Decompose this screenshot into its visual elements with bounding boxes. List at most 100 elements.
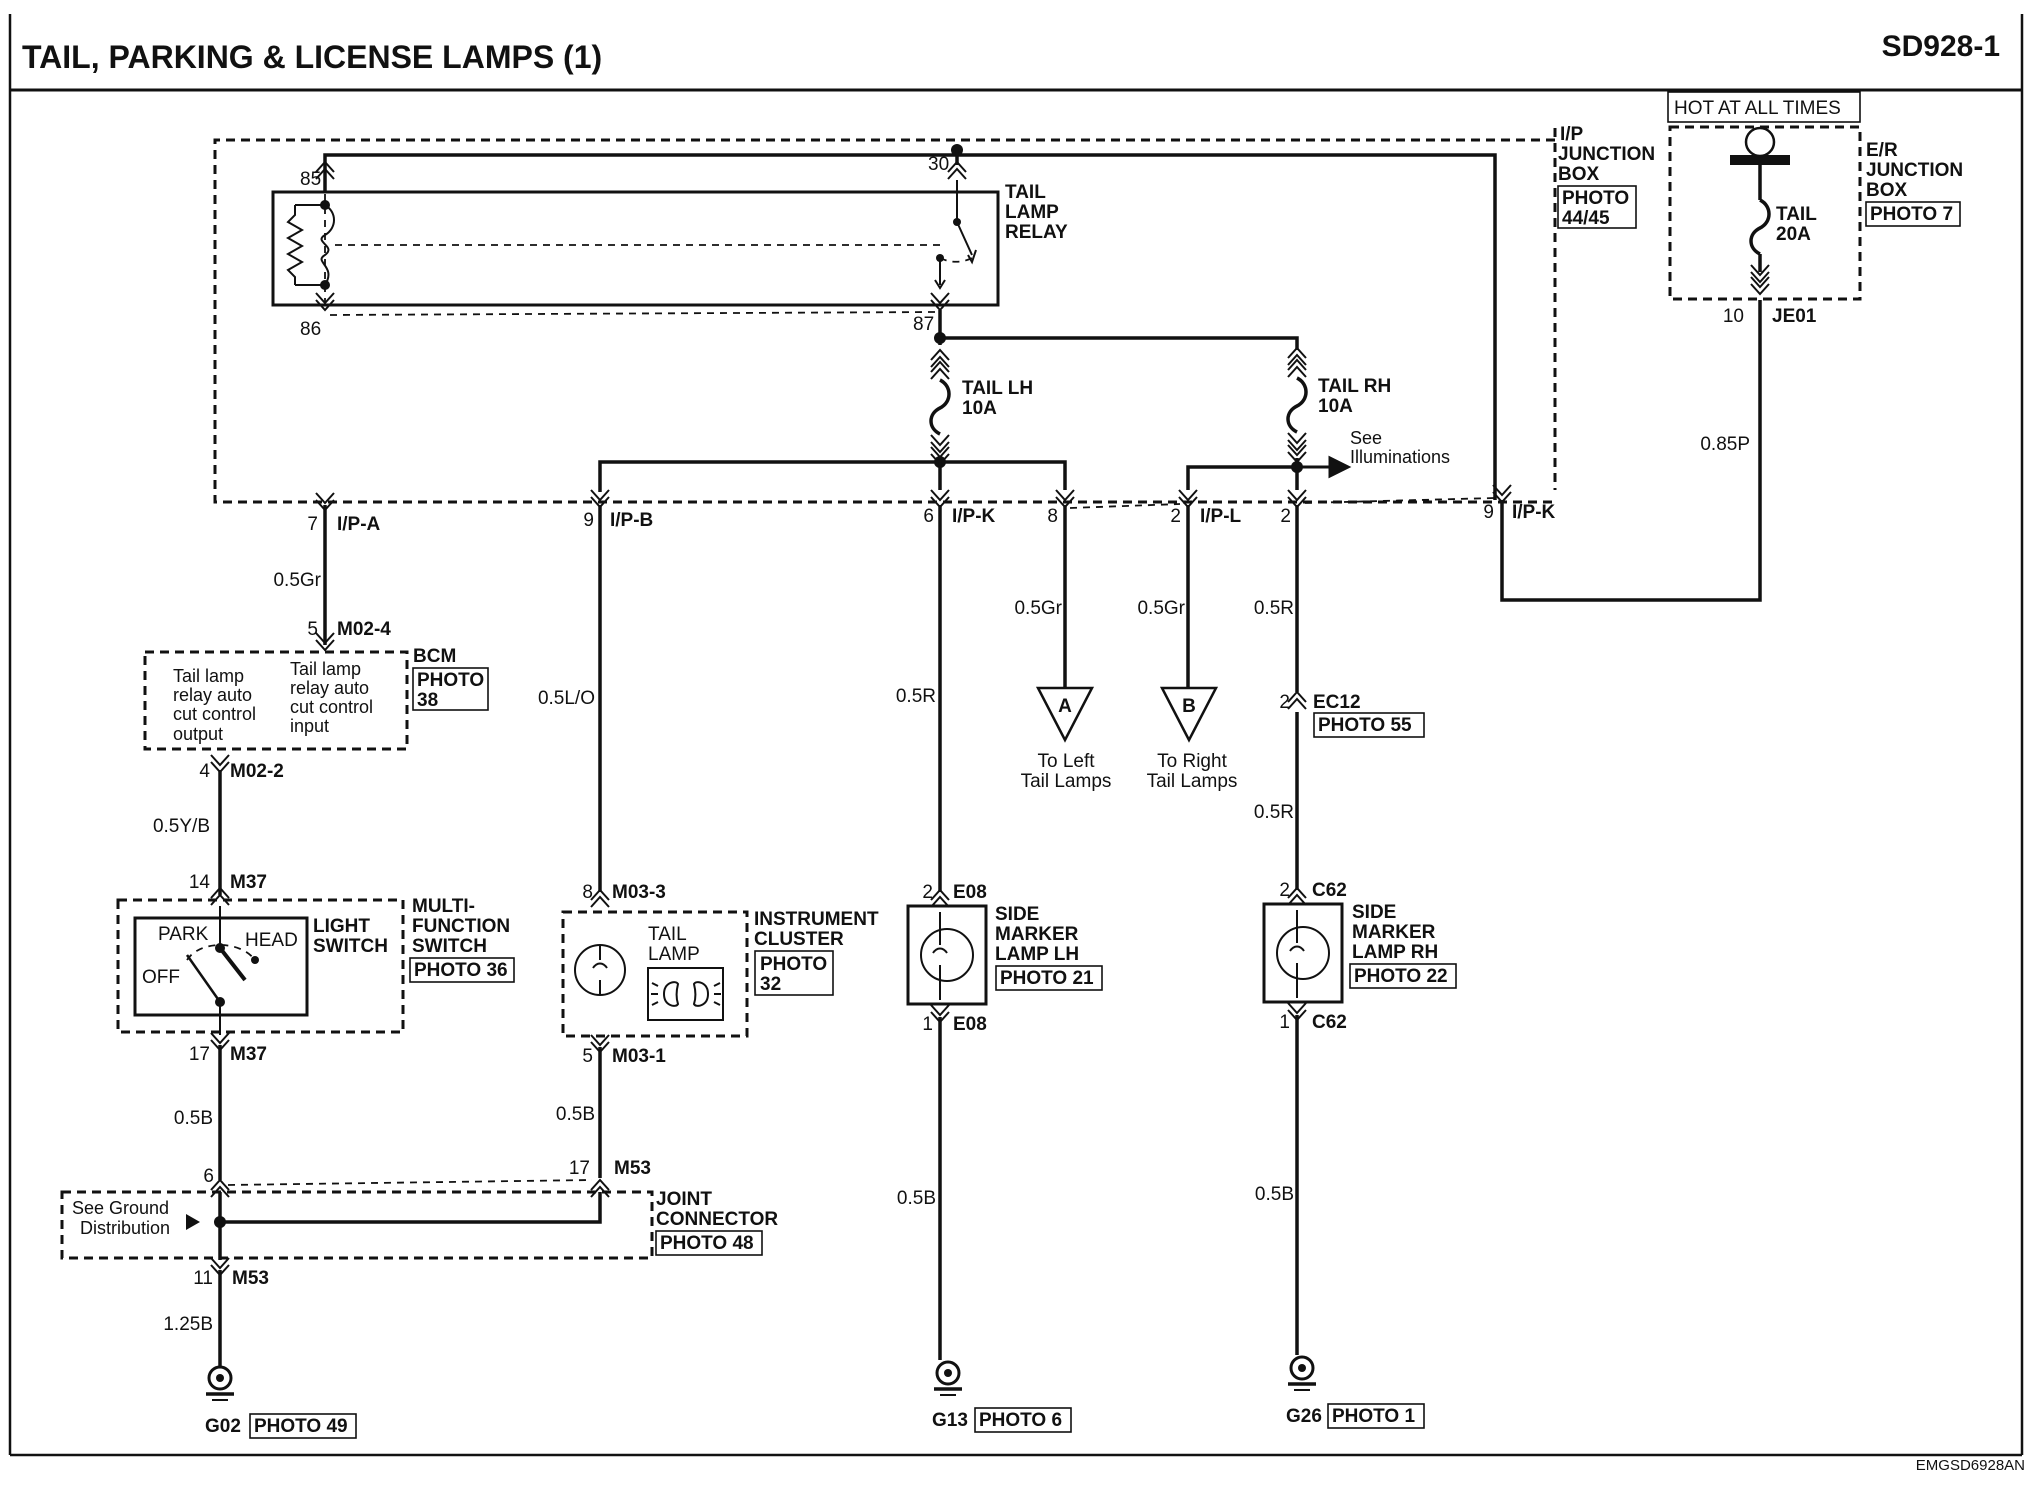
side-marker-lh-box (906, 904, 988, 1006)
ipb-pin: 9 (583, 510, 594, 531)
er-box-label-3: BOX (1866, 180, 1908, 201)
switch-park: PARK (158, 924, 209, 945)
ipa-pin: 7 (307, 514, 318, 535)
c62a-pin: 2 (1279, 880, 1290, 901)
e08b-pin: 1 (922, 1014, 933, 1035)
er-junction-box: HOT AT ALL TIMES TAIL 20A E/R JUNCTION B… (1667, 91, 1963, 327)
side-rh-1: SIDE (1352, 902, 1396, 923)
m033-pin: 8 (582, 882, 593, 903)
ipk9-name: I/P-K (1512, 502, 1556, 523)
page-title: TAIL, PARKING & LICENSE LAMPS (1) (22, 39, 602, 75)
cluster-label-2: CLUSTER (754, 929, 844, 950)
ipk9-pin: 9 (1483, 502, 1494, 523)
je01-name: JE01 (1772, 306, 1817, 327)
ip-photo-2: 44/45 (1562, 208, 1610, 229)
tail-lh-fuse-symbol (929, 378, 951, 436)
ref-connectors: 0.5Gr A To Left Tail Lamps 0.5Gr B To Ri… (1014, 505, 1237, 792)
m53c-pin: 11 (193, 1268, 213, 1289)
bcm-out-1: Tail lamp (173, 666, 244, 686)
ref-a-2: Tail Lamps (1021, 771, 1112, 792)
ip-junction-box: I/P JUNCTION BOX PHOTO 44/45 (213, 124, 1655, 504)
relay-pin-86: 86 (300, 319, 321, 340)
ipl-name: I/P-L (1200, 506, 1242, 527)
wire-05b-m37: 0.5B (174, 1108, 213, 1129)
ipa-name: I/P-A (337, 514, 381, 535)
bcm-in-1: Tail lamp (290, 659, 361, 679)
relay-label-2: LAMP (1005, 202, 1059, 223)
m022-name: M02-2 (230, 761, 284, 782)
ground-g13: G13 PHOTO 6 (932, 1360, 1072, 1433)
wire-05gr-8: 0.5Gr (1014, 598, 1062, 619)
ground-g26: G26 PHOTO 1 (1286, 1355, 1425, 1429)
relay-coil (320, 204, 335, 286)
mf-photo: PHOTO 36 (414, 960, 508, 981)
cluster-photo-box (754, 950, 834, 996)
er-bus-terminal (1744, 126, 1776, 158)
ref-b-triangle (1159, 686, 1219, 743)
ref-a-letter: A (1058, 696, 1072, 717)
cluster-lamp-1: TAIL (648, 924, 687, 945)
column-side-lh: 0.5R 2 E08 SIDE MARKER LAMP LH PHOTO 21 … (896, 505, 1103, 1360)
m37b-pin: 17 (189, 1044, 210, 1065)
tail-lh-fuse-rating: 10A (962, 398, 997, 419)
mf-switch-3: SWITCH (412, 936, 487, 957)
ip-box-label-3: BOX (1558, 164, 1600, 185)
tail-fuse-name: TAIL (1776, 204, 1817, 225)
relay-resistor (285, 205, 305, 285)
wire-05r-c62: 0.5R (1254, 802, 1294, 823)
header: TAIL, PARKING & LICENSE LAMPS (1) SD928-… (10, 30, 2022, 92)
diagram-code: SD928-1 (1882, 30, 2000, 63)
tail-rh-fuse-name: TAIL RH (1318, 376, 1391, 397)
see-illuminations-1: See (1350, 428, 1382, 448)
m37a-pin: 14 (189, 872, 211, 893)
wire-05b-m03: 0.5B (556, 1104, 595, 1125)
er-box-label-2: JUNCTION (1866, 160, 1963, 181)
ipb-name: I/P-B (610, 510, 653, 531)
wire-085p: 0.85P (1700, 434, 1750, 455)
side-rh-photo-box (1349, 963, 1457, 989)
tail-rh-fuse-symbol (1286, 376, 1308, 434)
je01-pin: 10 (1723, 306, 1744, 327)
ec12-photo: PHOTO 55 (1318, 715, 1412, 736)
g13-photo-box (974, 1407, 1072, 1433)
see-illuminations-arrow (1297, 455, 1352, 479)
g02-photo: PHOTO 49 (254, 1416, 348, 1437)
column-bcm: 0.5Gr 5 M02-4 Tail lamp relay auto cut c… (116, 505, 515, 1180)
mf-photo-box (409, 957, 515, 983)
ipk-name: I/P-K (952, 506, 996, 527)
relay-label-3: RELAY (1005, 222, 1068, 243)
tail-lh-fuse-name: TAIL LH (962, 378, 1033, 399)
ref-b-2: Tail Lamps (1147, 771, 1238, 792)
see-illuminations-2: Illuminations (1350, 447, 1450, 467)
joint-connector: 6 17 M53 See Ground Distribution JOINT C… (60, 1158, 778, 1368)
c62b-name: C62 (1312, 1012, 1347, 1033)
wire-125b: 1.25B (163, 1314, 213, 1335)
g13-name: G13 (932, 1410, 968, 1431)
c62b-pin: 1 (1279, 1012, 1290, 1033)
er-box-label-1: E/R (1866, 140, 1898, 161)
switch-off: OFF (142, 967, 180, 988)
relay-pin-85: 85 (300, 169, 321, 190)
side-marker-lh-bulb (920, 928, 974, 982)
g13-photo: PHOTO 6 (979, 1410, 1062, 1431)
wire-05r-2: 0.5R (1254, 598, 1294, 619)
ip2-pin: 2 (1280, 506, 1291, 527)
m37b-name: M37 (230, 1044, 267, 1065)
cluster-photo-2: 32 (760, 974, 781, 995)
multifunction-switch-box (116, 898, 405, 1034)
side-marker-rh-bulb (1276, 926, 1330, 980)
side-rh-photo: PHOTO 22 (1354, 966, 1448, 987)
tail-lamp-relay: 85 86 30 87 TAIL LAMP RELAY (271, 144, 1497, 500)
cluster-label-1: INSTRUMENT (754, 909, 879, 930)
er-photo: PHOTO 7 (1870, 204, 1953, 225)
tail-fuse-rating: 20A (1776, 224, 1811, 245)
tail-rh-fuse-rating: 10A (1318, 396, 1353, 417)
relay-pin-30: 30 (928, 154, 949, 175)
hot-at-all-times-label: HOT AT ALL TIMES (1674, 98, 1841, 119)
relay-pin-87: 87 (913, 314, 934, 335)
g26-photo: PHOTO 1 (1332, 1406, 1415, 1427)
ec12-pin: 2 (1279, 692, 1290, 713)
footer-ref: EMGSD6928AN (1916, 1457, 2025, 1474)
mf-switch-2: FUNCTION (412, 916, 510, 937)
